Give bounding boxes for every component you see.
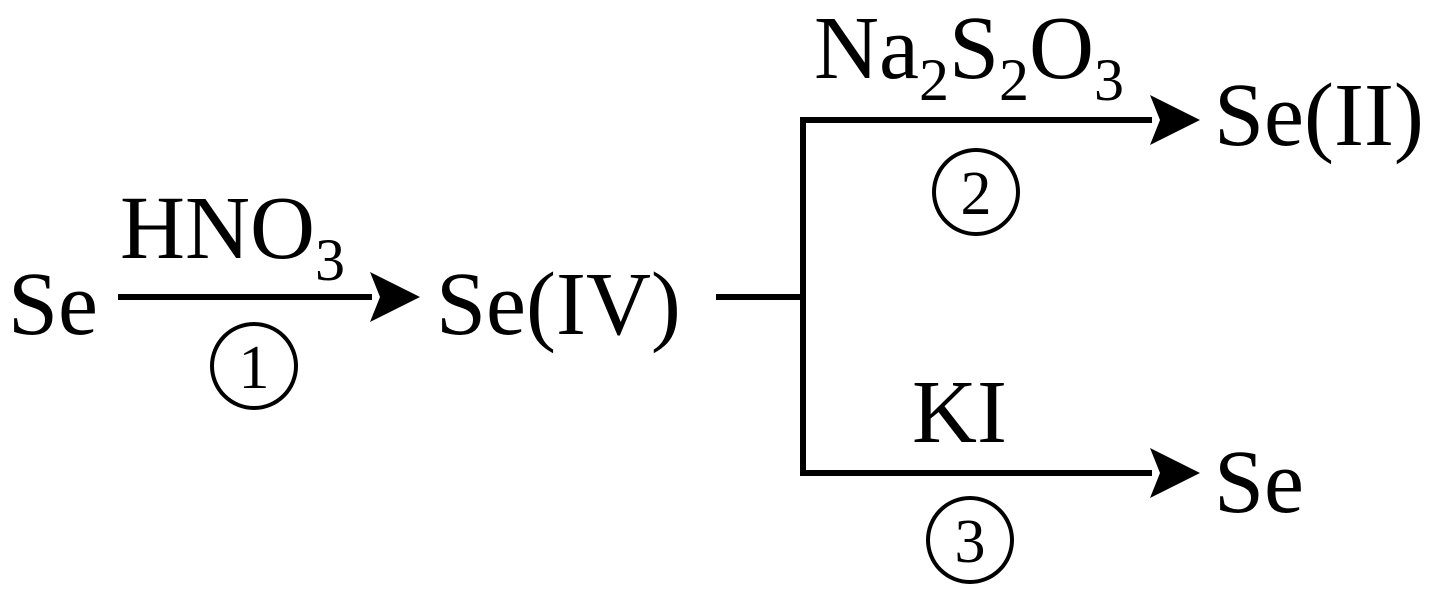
reagent-na2s2o3-sub-1: 2 bbox=[919, 47, 949, 113]
reagent-hno3-subscript: 3 bbox=[315, 227, 345, 293]
step-1-circle bbox=[210, 322, 298, 410]
arrow-1-head bbox=[370, 272, 420, 322]
species-se-iv: Se(IV) bbox=[436, 255, 681, 354]
step-number-2: 2 bbox=[932, 148, 1020, 236]
step-2-label: 2 bbox=[961, 160, 992, 228]
reagent-hno3: HNO3 bbox=[120, 179, 345, 293]
reagent-na2s2o3: Na2S2O3 bbox=[814, 0, 1124, 113]
arrow-step-1 bbox=[118, 272, 420, 322]
reagent-na2s2o3-part-s: S bbox=[949, 0, 999, 98]
arrow-2-head bbox=[1150, 95, 1200, 145]
step-1-label: 1 bbox=[239, 334, 270, 402]
arrow-step-3 bbox=[800, 448, 1200, 498]
reagent-na2s2o3-part-o: O bbox=[1029, 0, 1094, 98]
arrow-3-head bbox=[1150, 448, 1200, 498]
species-se-ii: Se(II) bbox=[1214, 66, 1424, 165]
reagent-ki: KI bbox=[912, 363, 1007, 462]
step-number-3: 3 bbox=[926, 496, 1014, 584]
step-3-circle bbox=[926, 496, 1014, 584]
step-number-1: 1 bbox=[210, 322, 298, 410]
step-2-circle bbox=[932, 148, 1020, 236]
species-se-product: Se bbox=[1214, 433, 1304, 532]
species-se-start: Se bbox=[8, 255, 98, 354]
reagent-na2s2o3-sub-3: 3 bbox=[1094, 47, 1124, 113]
reagent-na2s2o3-sub-2: 2 bbox=[999, 47, 1029, 113]
reagent-hno3-main: HNO bbox=[120, 179, 315, 278]
step-3-label: 3 bbox=[955, 508, 986, 576]
arrow-step-2 bbox=[800, 95, 1200, 145]
branch-connector bbox=[716, 117, 806, 476]
reagent-na2s2o3-part-na: Na bbox=[814, 0, 919, 98]
